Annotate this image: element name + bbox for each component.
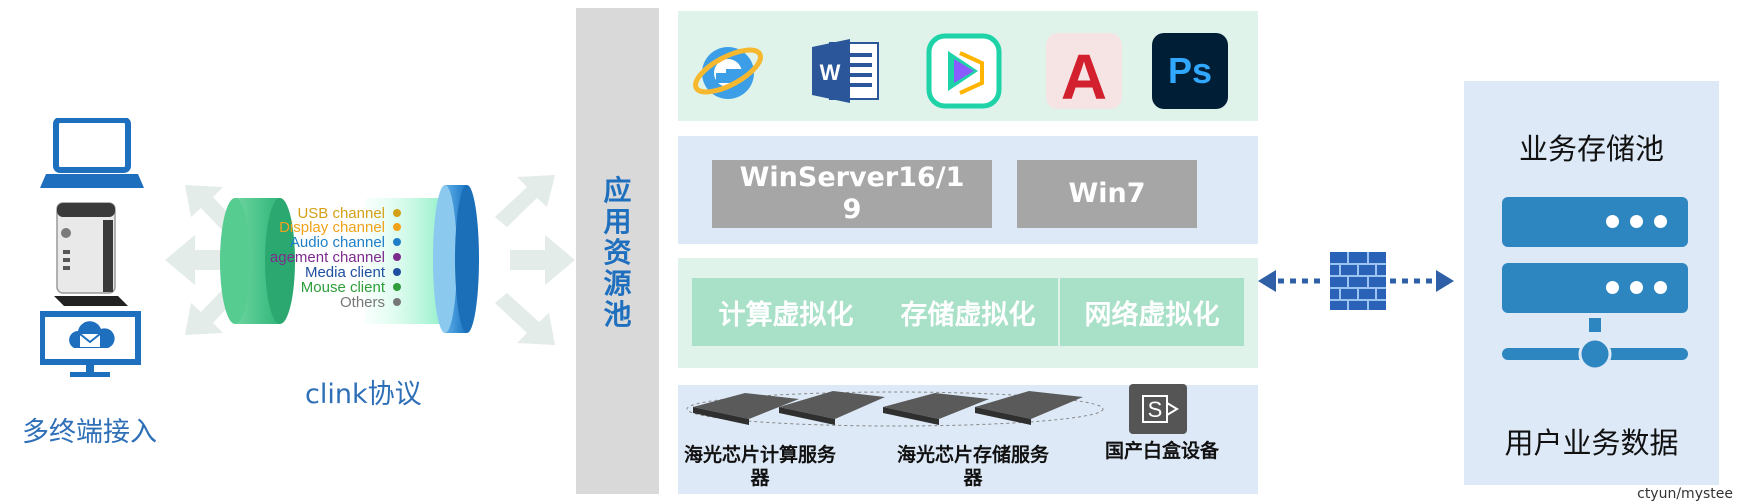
svg-text:Ps: Ps	[1168, 50, 1212, 91]
virt-compute-box: 计算虚拟化	[692, 278, 880, 346]
storage-server-icon	[883, 391, 1083, 425]
servers-graphic	[686, 391, 1104, 427]
channel-labels: USB channel Display channel Audio channe…	[270, 205, 386, 311]
channel-label: Mouse client	[301, 279, 386, 296]
firewall-icon	[1330, 252, 1386, 310]
compute-server-icon	[693, 391, 885, 425]
os-win7-box: Win7	[1017, 160, 1197, 228]
storage-pool-subtitle: 用户业务数据	[1504, 426, 1679, 460]
resource-pool-title-text: 应用资源池	[603, 174, 632, 331]
os-winserver-box: WinServer16/1 9	[712, 160, 992, 228]
laptop-icon	[40, 118, 144, 188]
indicator-dot	[1654, 281, 1667, 294]
os-winserver-line1: WinServer16/1	[739, 162, 965, 193]
storage-server-unit	[1502, 197, 1688, 247]
indicator-dot	[1606, 215, 1619, 228]
svg-text:W: W	[820, 60, 841, 85]
indicator-dot	[1630, 215, 1643, 228]
ie-icon	[693, 47, 763, 99]
storage-server-unit	[1502, 263, 1688, 313]
svg-text:S: S	[1148, 397, 1163, 422]
compute-server-label-line1: 海光芯片计算服务	[683, 444, 836, 466]
virt-network-box: 网络虚拟化	[1060, 278, 1244, 346]
3d-modeling-icon	[926, 33, 1002, 109]
indicator-dot	[1606, 281, 1619, 294]
storage-server-label: 海光芯片存储服务 器	[893, 444, 1053, 490]
right-arrowhead	[1436, 270, 1454, 292]
photoshop-icon: Ps	[1152, 33, 1228, 109]
credit-text: ctyun/mystee	[1637, 486, 1733, 502]
channel-label: Media client	[305, 264, 386, 281]
whitebox-label: 国产白盒设备	[1104, 440, 1219, 462]
channel-label: Others	[340, 294, 385, 311]
storage-pool-title: 业务存储池	[1518, 132, 1664, 166]
blue-cylinder-graphic	[433, 185, 479, 333]
resource-pool-column	[576, 8, 659, 494]
storage-server-label-line2: 器	[963, 467, 983, 489]
channel-label: USB channel	[297, 205, 385, 222]
word-icon: W	[812, 39, 879, 103]
channel-dots	[393, 209, 401, 306]
right-arrows-graphic	[495, 175, 575, 345]
green-cylinder-graphic	[220, 198, 295, 324]
thin-client-icon	[54, 202, 128, 306]
channel-label: Audio channel	[290, 234, 385, 251]
storage-server-label-line1: 海光芯片存储服务	[896, 444, 1049, 466]
indicator-dot	[1654, 215, 1667, 228]
autocad-icon: A	[1046, 33, 1122, 109]
whitebox-device-icon: S	[1129, 384, 1187, 434]
channel-label: Display channel	[279, 219, 385, 236]
cloud-monitor-icon	[40, 311, 141, 377]
compute-server-label: 海光芯片计算服务 器	[680, 444, 840, 490]
beam-graphic	[365, 198, 440, 324]
svg-text:A: A	[1061, 41, 1107, 109]
clink-diagram: USB channel Display channel Audio channe…	[165, 175, 575, 345]
os-winserver-line2: 9	[842, 194, 862, 225]
virt-storage-box: 存储虚拟化	[878, 278, 1058, 346]
firewall-link-graphic	[1258, 252, 1454, 310]
channel-label: agement channel	[270, 249, 385, 266]
clink-label: clink协议	[305, 379, 422, 410]
resource-pool-title: 应用资源池	[576, 175, 659, 330]
terminals-label: 多终端接入	[22, 417, 157, 448]
left-arrowhead	[1258, 270, 1276, 292]
terminals-group	[40, 118, 144, 377]
network-connector-icon	[1502, 318, 1688, 370]
indicator-dot	[1630, 281, 1643, 294]
compute-server-label-line2: 器	[750, 467, 770, 489]
